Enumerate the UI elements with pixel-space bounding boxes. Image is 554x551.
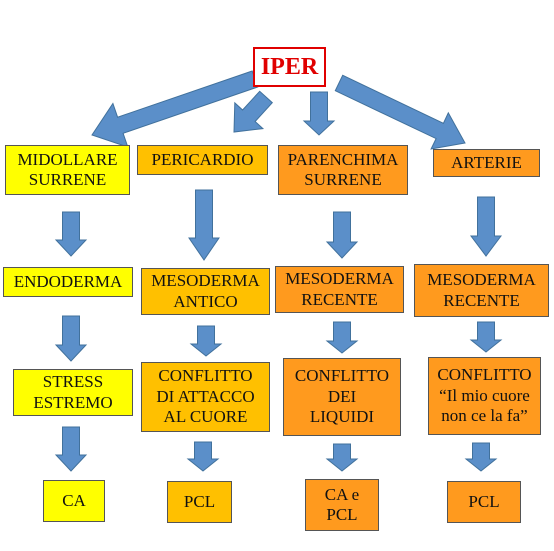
tissue-box-mesoderma-antico: MESODERMA ANTICO <box>141 268 270 315</box>
tissue-box-endoderma: ENDODERMA <box>3 267 133 297</box>
arrow-mesoderma-recente-to-liquidi <box>325 321 359 354</box>
outcome-box-ca-e-pcl: CA e PCL <box>305 479 379 531</box>
arrow-iper-to-arterie <box>334 74 466 150</box>
arrow-il-mio-cuore-to-pcl <box>464 442 498 472</box>
arrow-iper-to-midollare <box>91 70 259 148</box>
outcome-box-pcl-2: PCL <box>447 481 521 523</box>
conflict-box-il-mio-cuore: CONFLITTO “Il mio cuore non ce la fa” <box>428 357 541 435</box>
tissue-box-mesoderma-recente-1: MESODERMA RECENTE <box>275 266 404 313</box>
arrow-mesoderma-antico-to-attacco <box>189 325 223 357</box>
arrow-arterie-to-mesoderma-recente <box>470 196 502 257</box>
conflict-box-stress-estremo: STRESS ESTREMO <box>13 369 133 416</box>
arrow-pericardio-to-mesoderma-antico <box>188 189 220 261</box>
organ-box-parenchima-surrene: PARENCHIMA SURRENE <box>278 145 408 195</box>
organ-box-pericardio: PERICARDIO <box>137 145 268 175</box>
arrow-stress-to-ca <box>54 426 88 472</box>
arrow-midollare-to-endoderma <box>54 211 88 257</box>
arrow-liquidi-to-ca-e-pcl <box>325 443 359 472</box>
outcome-box-ca: CA <box>43 480 105 522</box>
organ-box-midollare-surrene: MIDOLLARE SURRENE <box>5 145 130 195</box>
tissue-box-mesoderma-recente-2: MESODERMA RECENTE <box>414 264 549 317</box>
outcome-box-pcl-1: PCL <box>167 481 232 523</box>
conflict-box-attacco-al-cuore: CONFLITTO DI ATTACCO AL CUORE <box>141 362 270 432</box>
arrow-attacco-to-pcl <box>186 441 220 472</box>
arrow-iper-to-pericardio <box>233 90 274 133</box>
root-iper-box: IPER <box>253 47 326 87</box>
arrow-endoderma-to-stress <box>54 315 88 362</box>
conflict-box-liquidi: CONFLITTO DEI LIQUIDI <box>283 358 401 436</box>
organ-box-arterie: ARTERIE <box>433 149 540 177</box>
arrow-parenchima-to-mesoderma-recente <box>325 211 359 259</box>
arrow-iper-to-parenchima <box>302 91 336 136</box>
arrow-mesoderma-recente-to-il-mio-cuore <box>469 321 503 353</box>
